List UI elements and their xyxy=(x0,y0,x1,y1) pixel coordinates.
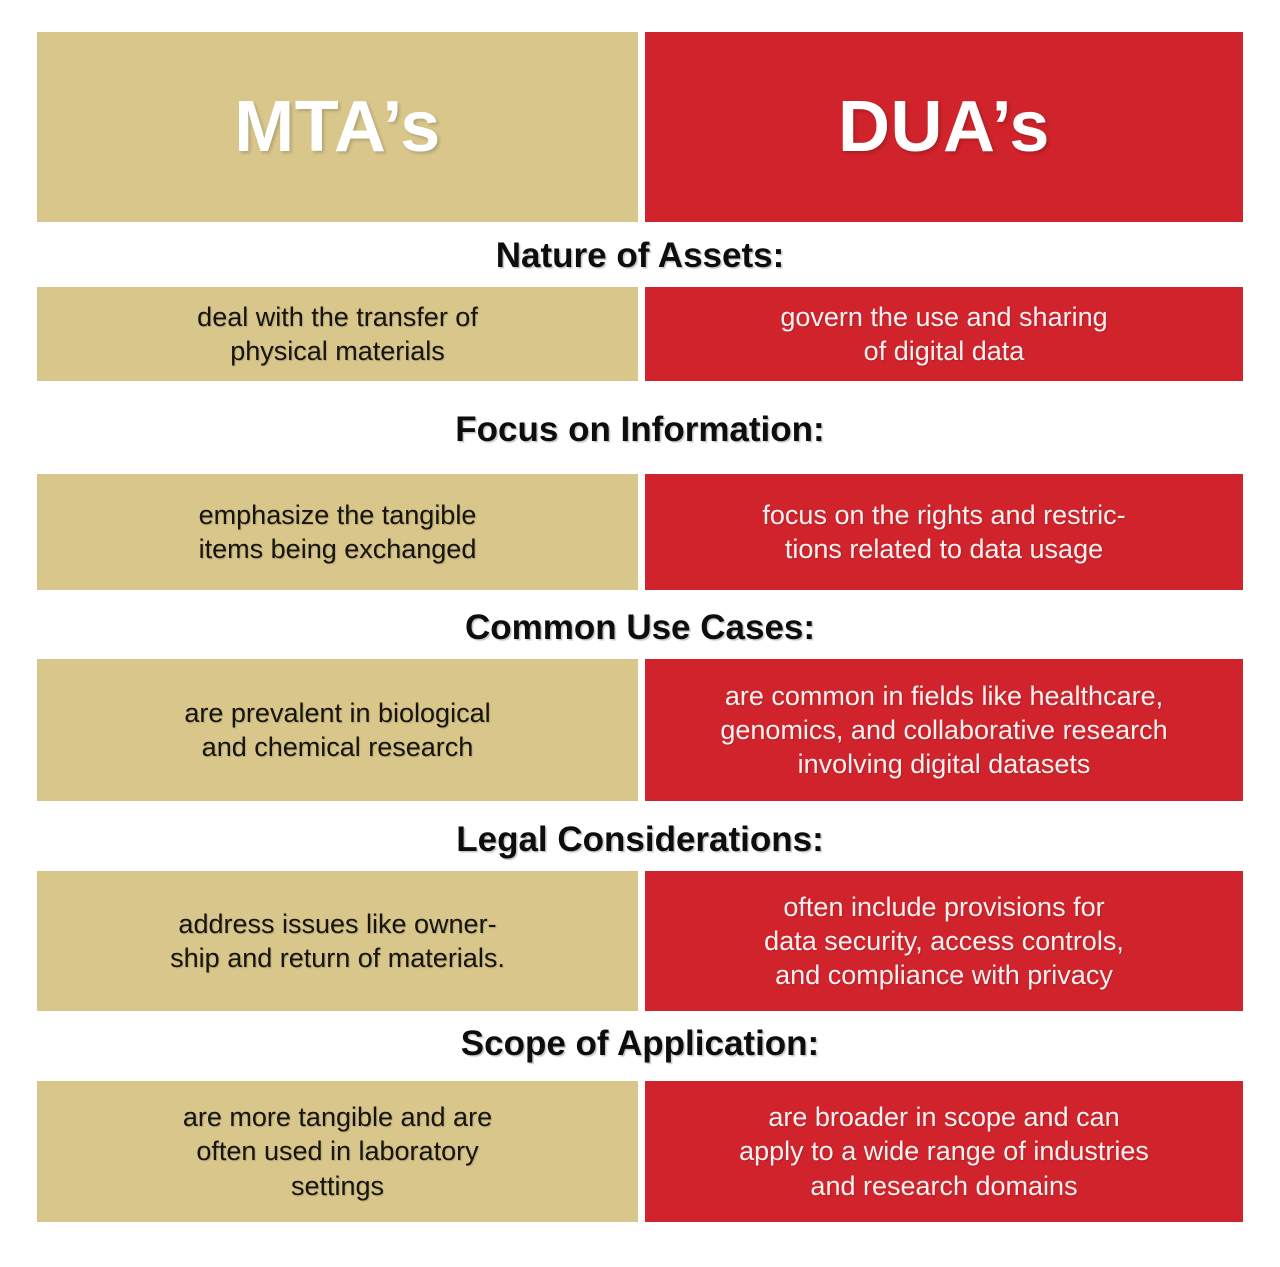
section-heading-scope-of-application: Scope of Application: xyxy=(460,1024,820,1063)
section-heading-common-use-cases: Common Use Cases: xyxy=(464,608,816,647)
mta-cell-common-use-cases: are prevalent in biological and chemical… xyxy=(37,659,638,801)
mta-text-scope-of-application: are more tangible and are often used in … xyxy=(182,1102,493,1201)
mta-text-focus-on-information: emphasize the tangible items being excha… xyxy=(198,499,477,564)
mta-title: MTA’s xyxy=(234,87,441,167)
mta-cell-scope-of-application: are more tangible and are often used in … xyxy=(37,1081,638,1222)
mta-cell-nature-of-assets: deal with the transfer of physical mater… xyxy=(37,287,638,381)
dua-cell-nature-of-assets: govern the use and sharing of digital da… xyxy=(645,287,1243,381)
dua-title: DUA’s xyxy=(838,87,1050,167)
dua-text-focus-on-information: focus on the rights and restric- tions r… xyxy=(762,499,1126,564)
section-heading-nature-of-assets: Nature of Assets: xyxy=(495,236,785,275)
dua-cell-legal-considerations: often include provisions for data securi… xyxy=(645,871,1243,1011)
dua-text-nature-of-assets: govern the use and sharing of digital da… xyxy=(780,301,1108,366)
comparison-row-legal-considerations: address issues like owner- ship and retu… xyxy=(37,871,1243,1011)
dua-text-common-use-cases: are common in fields like healthcare, ge… xyxy=(720,680,1168,779)
title-cell-mta: MTA’s xyxy=(37,32,638,222)
dua-cell-common-use-cases: are common in fields like healthcare, ge… xyxy=(645,659,1243,801)
dua-text-scope-of-application: are broader in scope and can apply to a … xyxy=(739,1102,1149,1201)
comparison-row-scope-of-application: are more tangible and are often used in … xyxy=(37,1081,1243,1222)
title-band: MTA’s DUA’s xyxy=(37,32,1243,222)
dua-cell-focus-on-information: focus on the rights and restric- tions r… xyxy=(645,474,1243,590)
mta-text-legal-considerations: address issues like owner- ship and retu… xyxy=(170,908,505,973)
comparison-row-focus-on-information: emphasize the tangible items being excha… xyxy=(37,474,1243,590)
section-heading-legal-considerations: Legal Considerations: xyxy=(456,820,824,859)
section-heading-focus-on-information: Focus on Information: xyxy=(455,410,825,449)
comparison-row-common-use-cases: are prevalent in biological and chemical… xyxy=(37,659,1243,801)
mta-text-nature-of-assets: deal with the transfer of physical mater… xyxy=(197,301,478,366)
mta-cell-legal-considerations: address issues like owner- ship and retu… xyxy=(37,871,638,1011)
dua-text-legal-considerations: often include provisions for data securi… xyxy=(764,891,1124,990)
comparison-row-nature-of-assets: deal with the transfer of physical mater… xyxy=(37,287,1243,381)
dua-cell-scope-of-application: are broader in scope and can apply to a … xyxy=(645,1081,1243,1222)
mta-cell-focus-on-information: emphasize the tangible items being excha… xyxy=(37,474,638,590)
title-cell-dua: DUA’s xyxy=(645,32,1243,222)
mta-text-common-use-cases: are prevalent in biological and chemical… xyxy=(184,697,491,762)
